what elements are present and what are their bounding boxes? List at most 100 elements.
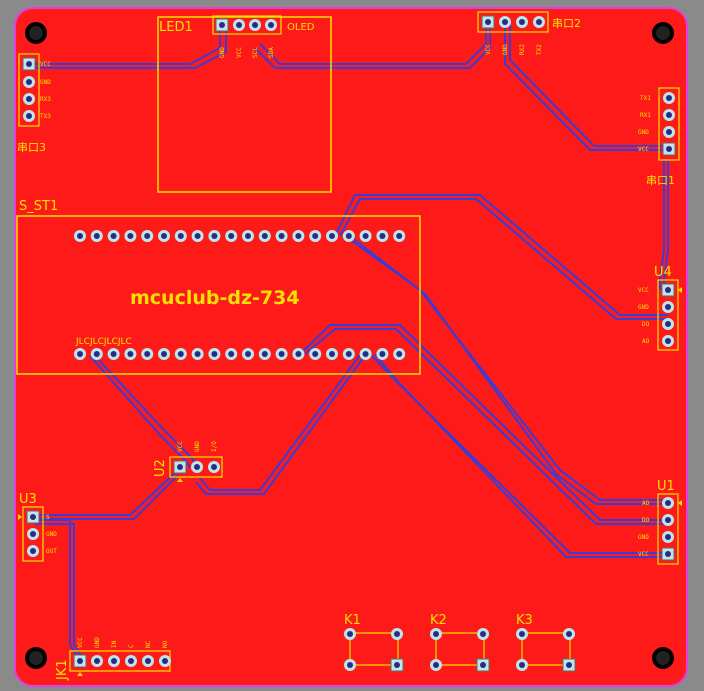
header-pad-hole — [261, 233, 268, 239]
jk1-pin-1: VCC — [77, 637, 84, 648]
header-pad-hole — [295, 233, 302, 239]
header-pad-hole — [245, 351, 251, 357]
uart2-pin-1: VCC — [485, 44, 492, 55]
header-pad-hole — [77, 351, 83, 357]
button-k2[interactable]: K2 — [430, 613, 490, 672]
u3-pin-2: GND — [46, 531, 57, 538]
u2-sensor[interactable]: U2 VCC GND I/O — [153, 441, 223, 482]
mcu-header-ref: S_ST1 — [19, 199, 58, 214]
button-k2-label: K2 — [430, 613, 447, 628]
u3-pin-3: OUT — [46, 548, 57, 555]
jk1-pin-4: C — [128, 644, 135, 648]
uart3-ref: 串口3 — [17, 141, 46, 154]
u1-sensor[interactable]: U1 AO DO GND VCC — [638, 479, 682, 565]
header-pad-hole — [345, 233, 352, 239]
u3-pin-1: S — [46, 514, 50, 521]
header-pad-hole — [228, 233, 235, 239]
uart1-pin-3: GND — [638, 129, 649, 136]
header-pad-hole — [110, 233, 117, 239]
traces — [30, 22, 669, 661]
jk1-pin-6: NO — [162, 640, 169, 648]
button-k1[interactable]: K1 — [344, 613, 404, 672]
header-pad-hole — [93, 351, 100, 357]
oled-pin-1: GND — [219, 47, 226, 58]
header-pad-hole — [396, 351, 403, 357]
header-pad-hole — [278, 233, 285, 239]
uart1-ref: 串口1 — [646, 174, 675, 187]
jk1-pin-2: GND — [94, 637, 101, 648]
button-k1-label: K1 — [344, 613, 361, 628]
u3-sensor[interactable]: U3 S GND OUT — [18, 492, 57, 562]
oled-pin-3: SCL — [252, 47, 259, 58]
header-bottom-pins — [74, 348, 406, 360]
header-pad-hole — [379, 351, 386, 357]
u2-pin-2: GND — [194, 441, 201, 452]
header-top-pins — [74, 230, 406, 242]
uart2-pin-4: TX2 — [536, 44, 543, 55]
header-pad-hole — [379, 233, 386, 239]
uart3-connector[interactable]: VCC GND RX3 TX3 串口3 — [17, 53, 51, 154]
u3-ref: U3 — [19, 492, 37, 507]
jk1-pin-5: NC — [145, 640, 152, 648]
header-pad-hole — [93, 233, 100, 239]
oled-ref: LED1 — [159, 20, 193, 35]
header-pad-hole — [194, 233, 201, 239]
header-pad-hole — [77, 233, 83, 239]
uart1-pin-4: VCC — [638, 146, 649, 153]
header-pad-hole — [144, 351, 151, 357]
jk1-ref: JK1 — [55, 659, 70, 681]
header-pad-hole — [345, 351, 352, 357]
u2-ref: U2 — [153, 459, 168, 477]
header-pad-hole — [329, 351, 335, 357]
header-pad-hole — [161, 233, 167, 239]
button-k3[interactable]: K3 — [516, 613, 576, 672]
u4-pin-2: GND — [638, 304, 649, 311]
header-pad-hole — [110, 351, 117, 357]
uart2-connector[interactable]: 串口2 VCC GND RX2 TX2 — [477, 11, 581, 55]
header-pad-hole — [194, 351, 201, 357]
u4-pin-1: VCC — [638, 287, 649, 294]
mounting-holes — [25, 22, 674, 669]
header-pad-hole — [177, 233, 184, 239]
u4-pin-3: DO — [642, 321, 650, 328]
u1-pin-4: VCC — [638, 551, 649, 558]
u1-pin-2: DO — [642, 517, 650, 524]
u1-ref: U1 — [657, 479, 675, 494]
mcu-header-module[interactable]: S_ST1 mcuclub-dz-734 JLCJLCJLCJLC — [16, 199, 421, 375]
header-pad-hole — [396, 233, 403, 239]
board-title: mcuclub-dz-734 — [130, 287, 300, 309]
header-pad-hole — [211, 233, 218, 239]
header-pad-hole — [228, 351, 235, 357]
header-pad-hole — [278, 351, 285, 357]
board-substrate — [14, 7, 688, 687]
u4-ref: U4 — [654, 265, 672, 280]
oled-label: OLED — [287, 22, 315, 33]
header-pad-hole — [295, 351, 302, 357]
u4-sensor[interactable]: U4 VCC GND DO AO — [638, 265, 682, 351]
header-pad-hole — [177, 351, 184, 357]
uart2-ref: 串口2 — [552, 17, 581, 30]
uart2-pin-2: GND — [502, 44, 509, 55]
header-pad-hole — [261, 351, 268, 357]
header-pad-hole — [329, 233, 335, 239]
u4-pin-4: AO — [642, 338, 650, 345]
oled-module[interactable]: LED1 OLED GND VCC SCL SDA — [157, 15, 332, 193]
header-pad-hole — [127, 351, 134, 357]
header-pad-hole — [312, 351, 319, 357]
header-pad-hole — [211, 351, 218, 357]
uart3-pin-2: GND — [40, 79, 51, 86]
header-pad-hole — [161, 351, 167, 357]
uart1-pin-1: TX1 — [640, 95, 651, 102]
u2-pin-1: VCC — [177, 441, 184, 452]
uart2-pin-3: RX2 — [519, 44, 526, 55]
uart1-connector[interactable]: TX1 RX1 GND VCC 串口1 — [638, 87, 680, 187]
header-pad-hole — [362, 351, 369, 357]
header-pad-hole — [312, 233, 319, 239]
button-k3-label: K3 — [516, 613, 533, 628]
u1-pin-3: GND — [638, 534, 649, 541]
jk1-relay-header[interactable]: JK1 VCC GND IN C NC NO — [55, 637, 171, 681]
jk1-pin-3: IN — [111, 640, 118, 648]
header-pad-hole — [362, 233, 369, 239]
u1-pin-1: AO — [642, 500, 650, 507]
